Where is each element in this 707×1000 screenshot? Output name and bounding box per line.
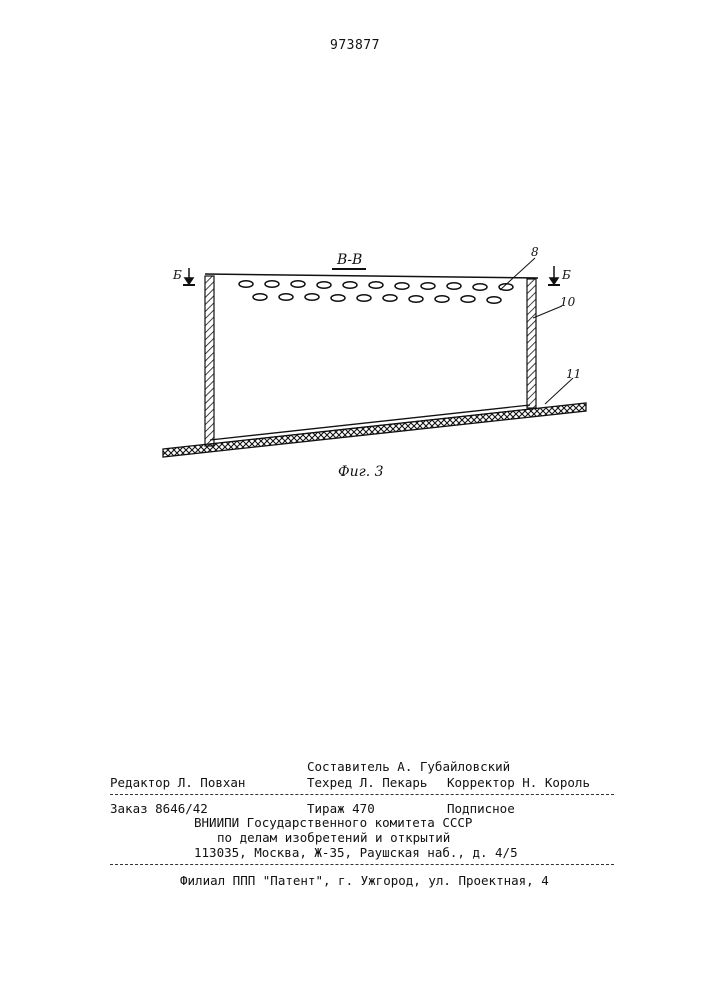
figure-caption: Фиг. 3 bbox=[338, 464, 384, 480]
circulation-line: Тираж 470 bbox=[307, 801, 375, 816]
divider-1 bbox=[110, 794, 614, 795]
holes-row-2 bbox=[253, 294, 501, 304]
subscription-line: Подписное bbox=[447, 801, 515, 816]
branch-line: Филиал ППП "Патент", г. Ужгород, ул. Про… bbox=[180, 873, 549, 888]
org-address: 113035, Москва, Ж-35, Раушская наб., д. … bbox=[194, 845, 518, 860]
leader-11 bbox=[545, 378, 573, 404]
order-line: Заказ 8646/42 bbox=[110, 801, 208, 816]
editor-line: Редактор Л. Повхан bbox=[110, 775, 245, 790]
label-11: 11 bbox=[566, 367, 581, 381]
cut-mark-left: Б bbox=[172, 268, 182, 282]
cut-arrow-right bbox=[548, 266, 560, 285]
label-10: 10 bbox=[560, 295, 576, 309]
right-wall bbox=[527, 279, 536, 408]
org-line-1: ВНИИПИ Государственного комитета СССР bbox=[194, 815, 472, 830]
label-8: 8 bbox=[531, 245, 539, 259]
compiler-line: Составитель А. Губайловский bbox=[307, 759, 510, 774]
section-label: В-В bbox=[336, 252, 362, 268]
holes-row-1 bbox=[239, 281, 513, 291]
org-line-2: по делам изобретений и открытий bbox=[217, 830, 450, 845]
techred-line: Техред Л. Пекарь bbox=[307, 775, 427, 790]
cut-mark-right: Б bbox=[561, 268, 571, 282]
leader-10 bbox=[533, 306, 562, 318]
cut-arrow-left bbox=[183, 268, 195, 285]
top-plate bbox=[205, 274, 538, 278]
left-wall bbox=[205, 276, 214, 446]
corrector-line: Корректор Н. Король bbox=[447, 775, 590, 790]
base-plate bbox=[163, 403, 586, 457]
divider-2 bbox=[110, 864, 614, 865]
